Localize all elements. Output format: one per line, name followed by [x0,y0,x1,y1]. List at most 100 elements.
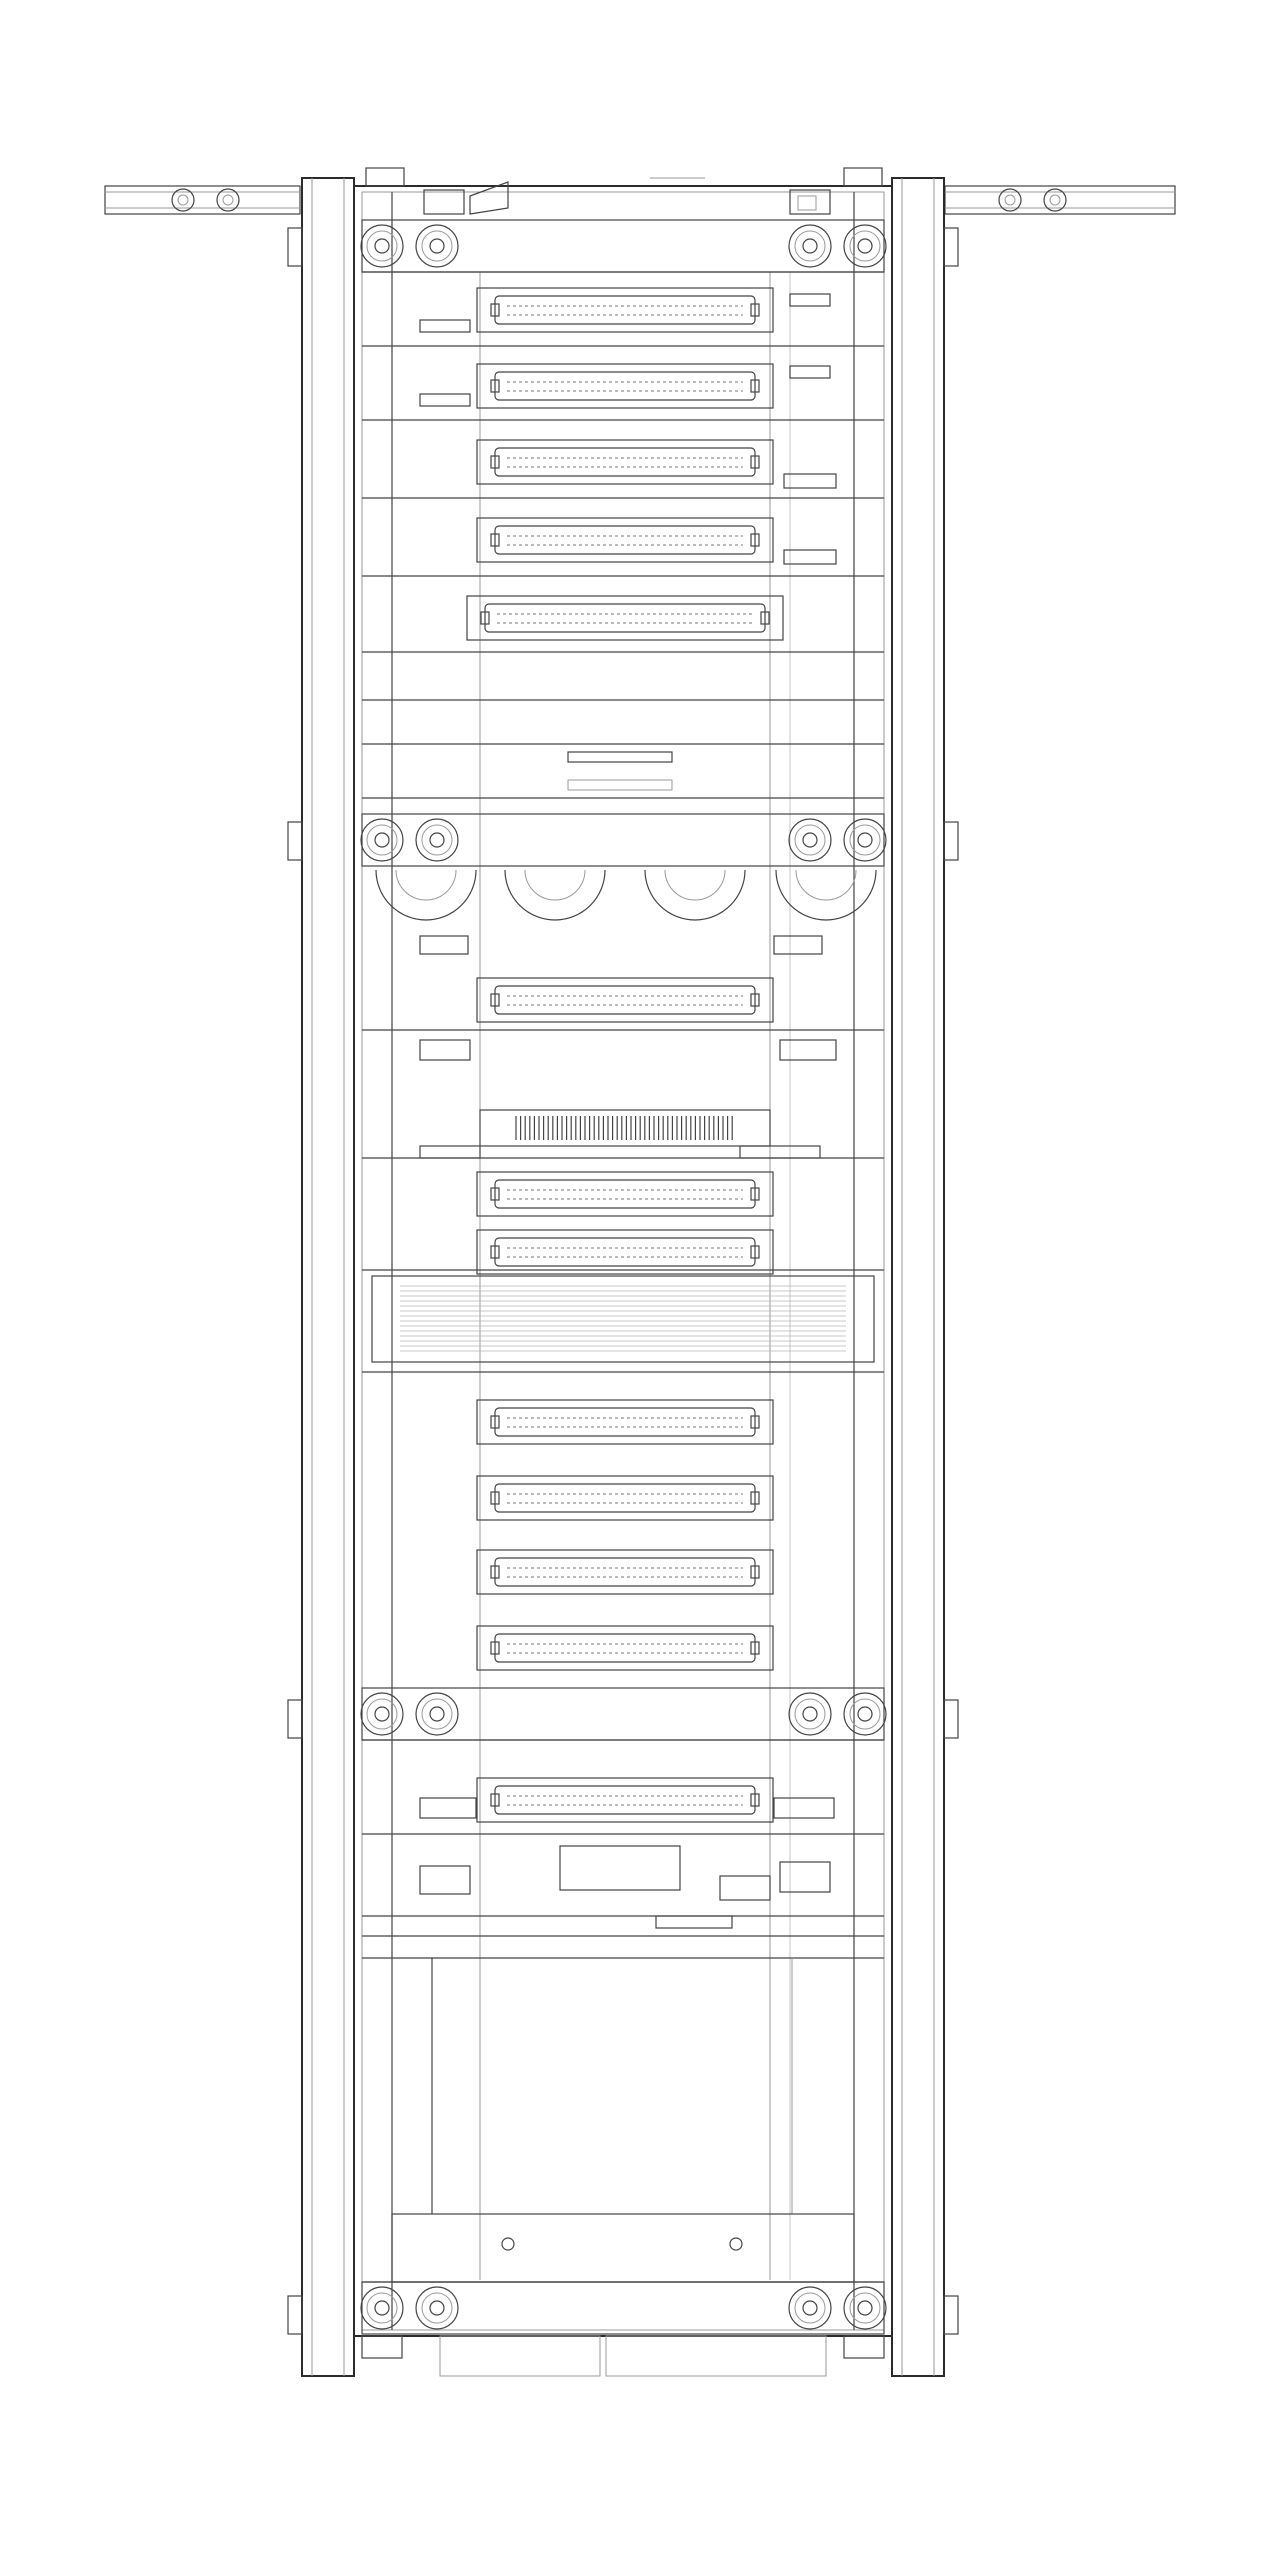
connector-housing [476,1625,774,1671]
connector-housing [476,1777,774,1823]
connector-latch-right [750,1187,760,1201]
screw-socket [374,832,390,848]
connector-latch-right [750,1245,760,1259]
connector-module [476,1171,774,1217]
screw-ring [366,1698,398,1730]
connector-latch-left [490,1491,500,1505]
connector-latch-right [750,1793,760,1807]
screw-head [788,224,832,268]
screw-head [843,2286,887,2330]
connector-housing [476,363,774,409]
connector-latch-right [750,1491,760,1505]
connector-body [494,1237,756,1267]
crossbar [361,2281,885,2335]
screw-head [843,1692,887,1736]
screw-socket [857,238,873,254]
fan-opening [775,869,877,921]
connector-latch-right [750,1415,760,1429]
vent-slots [400,1285,846,1352]
screw-head [360,2286,404,2330]
connector-body [494,1785,756,1815]
screw-socket [429,238,445,254]
connector-module [476,287,774,333]
screw-socket [429,832,445,848]
connector-module [476,1475,774,1521]
connector-module [476,1549,774,1595]
screw-ring [849,230,881,262]
connector-latch-left [490,1187,500,1201]
connector-latch-right [750,533,760,547]
screw-head [788,2286,832,2330]
connector-module [476,363,774,409]
screw-head [788,1692,832,1736]
connector-body [494,1557,756,1587]
connector-housing [476,287,774,333]
chassis-frame [353,185,893,2337]
connector-body [494,985,756,1015]
screw-head [788,818,832,862]
screw-head [360,1692,404,1736]
connector-housing [476,1229,774,1275]
connector-latch-right [750,379,760,393]
connector-module [476,517,774,563]
connector-latch-left [490,533,500,547]
connector-module [476,1399,774,1445]
screw-head [843,224,887,268]
connector-module [476,977,774,1023]
fan-hub [524,869,586,901]
connector-housing [476,439,774,485]
screw-head [415,224,459,268]
connector-latch-left [490,1565,500,1579]
connector-housing [476,1171,774,1217]
connector-module [476,1777,774,1823]
fan-opening [644,869,746,921]
connector-module [476,1229,774,1275]
crossbar-group [360,219,887,2335]
screw-ring [849,2292,881,2324]
connector-housing [476,517,774,563]
connector-module [476,1625,774,1671]
screw-ring [366,2292,398,2324]
screw-head [843,818,887,862]
right-rack-post [891,177,959,2377]
connector-body [494,1633,756,1663]
connector-body [494,1179,756,1209]
screw-socket [374,1706,390,1722]
screw-ring [794,230,826,262]
fan-opening [375,869,477,921]
fan-hub [664,869,726,901]
vent-panel [362,1275,884,1373]
connector-body [494,447,756,477]
heatsink-fins [515,1116,733,1140]
connector-latch-left [490,1415,500,1429]
connector-latch-right [750,993,760,1007]
connector-housing [476,1399,774,1445]
screw-ring [421,2292,453,2324]
screw-socket [857,832,873,848]
fan-opening [504,869,606,921]
screw-ring [366,824,398,856]
crossbar [361,219,885,273]
connector-latch-left [490,303,500,317]
screw-ring [794,824,826,856]
connector-latch-left [490,455,500,469]
connector-module-group [466,287,784,1823]
screw-socket [802,1706,818,1722]
screw-socket [802,832,818,848]
screw-ring [421,1698,453,1730]
screw-ring [794,1698,826,1730]
mid-components [362,935,884,1271]
connector-latch-right [750,303,760,317]
fan-hub [795,869,857,901]
screw-head [415,1692,459,1736]
connector-body [494,1407,756,1437]
screw-socket [857,1706,873,1722]
screw-head [360,818,404,862]
screw-ring [849,824,881,856]
connector-latch-left [490,1245,500,1259]
crossbar [361,1687,885,1741]
fan-opening-group [375,869,877,921]
connector-latch-left [490,993,500,1007]
